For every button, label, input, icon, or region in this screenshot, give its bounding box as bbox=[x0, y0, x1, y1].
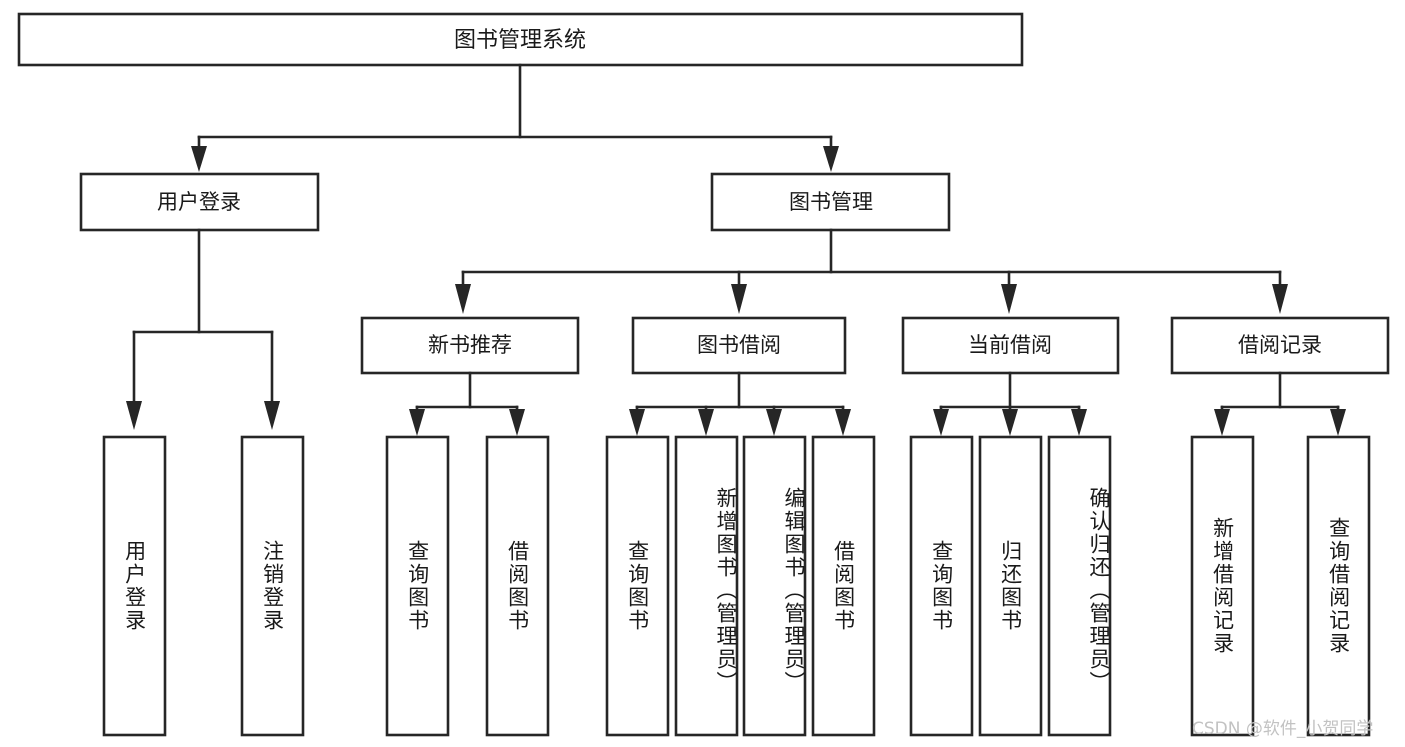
leaf-box-borrow-book-2[interactable] bbox=[811, 435, 876, 737]
leaf-label-query-book-2: 查询图书 bbox=[625, 540, 650, 632]
arrow-leaf-return-book bbox=[1002, 409, 1018, 436]
current-borrow-label: 当前借阅 bbox=[968, 333, 1052, 357]
leaf-box-add-record[interactable] bbox=[1190, 435, 1255, 737]
user-login-label: 用户登录 bbox=[157, 190, 241, 214]
new-book-recommend-box[interactable] bbox=[360, 316, 580, 375]
arrow-book-borrow bbox=[731, 284, 747, 314]
arrow-leaf-query-book-3 bbox=[933, 409, 949, 436]
arrow-leaf-query-book-2 bbox=[629, 409, 645, 436]
arrow-leaf-confirm-return bbox=[1071, 409, 1087, 436]
arrow-leaf-edit-book bbox=[766, 409, 782, 436]
node-user-login[interactable]: 用户登录 bbox=[79, 172, 320, 232]
arrow-borrow-record bbox=[1272, 284, 1288, 314]
leaf-box-add-book[interactable] bbox=[674, 435, 739, 737]
leaf-label-edit-book: 编辑图书（管理员） bbox=[782, 486, 806, 694]
node-new-book-recommend[interactable]: 新书推荐 bbox=[360, 316, 580, 375]
csdn-watermark: CSDN @软件_小贺同学 bbox=[1192, 719, 1374, 739]
new-book-recommend-label: 新书推荐 bbox=[428, 333, 512, 357]
root-label: 图书管理系统 bbox=[454, 28, 586, 53]
arrow-leaf-query-record bbox=[1330, 409, 1346, 436]
leaf-label-add-book: 新增图书（管理员） bbox=[714, 486, 738, 694]
arrow-leaf-query-book-1 bbox=[409, 409, 425, 436]
leaf-box-confirm-return[interactable] bbox=[1047, 435, 1112, 737]
leaf-label-query-book-1: 查询图书 bbox=[405, 540, 430, 632]
leaf-box-user-login[interactable] bbox=[102, 435, 167, 737]
arrow-leaf-borrow-book-2 bbox=[835, 409, 851, 436]
leaf-box-query-book-2[interactable] bbox=[605, 435, 670, 737]
leaf-label-borrow-book-1: 借阅图书 bbox=[505, 540, 530, 632]
leaf-box-query-record[interactable] bbox=[1306, 435, 1371, 737]
arrow-leaf-borrow-book-1 bbox=[509, 409, 525, 436]
leaf-label-logout: 注销登录 bbox=[260, 540, 285, 632]
arrow-new-book-recommend bbox=[455, 284, 471, 314]
book-borrow-label: 图书借阅 bbox=[697, 333, 781, 357]
leaf-box-query-book-3[interactable] bbox=[909, 435, 974, 737]
book-borrow-box[interactable] bbox=[631, 316, 847, 375]
node-current-borrow[interactable]: 当前借阅 bbox=[901, 316, 1120, 375]
arrow-current-borrow bbox=[1001, 284, 1017, 314]
book-management-label: 图书管理 bbox=[789, 190, 873, 214]
arrow-user-login bbox=[191, 146, 207, 172]
leaf-box-logout[interactable] bbox=[240, 435, 305, 737]
arrow-leaf-logout bbox=[264, 401, 280, 430]
root-box[interactable] bbox=[17, 12, 1024, 67]
node-borrow-record[interactable]: 借阅记录 bbox=[1170, 316, 1390, 375]
leaf-box-edit-book[interactable] bbox=[742, 435, 807, 737]
node-root[interactable]: 图书管理系统 bbox=[17, 12, 1024, 67]
node-book-management[interactable]: 图书管理 bbox=[710, 172, 951, 232]
arrow-leaf-add-record bbox=[1214, 409, 1230, 436]
node-book-borrow[interactable]: 图书借阅 bbox=[631, 316, 847, 375]
arrow-leaf-user-login bbox=[126, 401, 142, 430]
borrow-record-label: 借阅记录 bbox=[1238, 333, 1322, 357]
leaf-label-query-book-3: 查询图书 bbox=[929, 540, 954, 632]
arrow-book-management bbox=[823, 146, 839, 172]
leaf-label-query-record: 查询借阅记录 bbox=[1326, 517, 1351, 655]
leaf-label-user-login: 用户登录 bbox=[122, 540, 147, 632]
leaf-box-borrow-book-1[interactable] bbox=[485, 435, 550, 737]
leaf-label-confirm-return: 确认归还（管理员） bbox=[1087, 486, 1111, 694]
current-borrow-box[interactable] bbox=[901, 316, 1120, 375]
leaf-label-return-book: 归还图书 bbox=[998, 540, 1023, 632]
leaf-label-add-record: 新增借阅记录 bbox=[1210, 517, 1235, 655]
arrow-leaf-add-book bbox=[698, 409, 714, 436]
leaf-label-borrow-book-2: 借阅图书 bbox=[831, 540, 856, 632]
leaf-box-query-book-1[interactable] bbox=[385, 435, 450, 737]
leaf-box-return-book[interactable] bbox=[978, 435, 1043, 737]
